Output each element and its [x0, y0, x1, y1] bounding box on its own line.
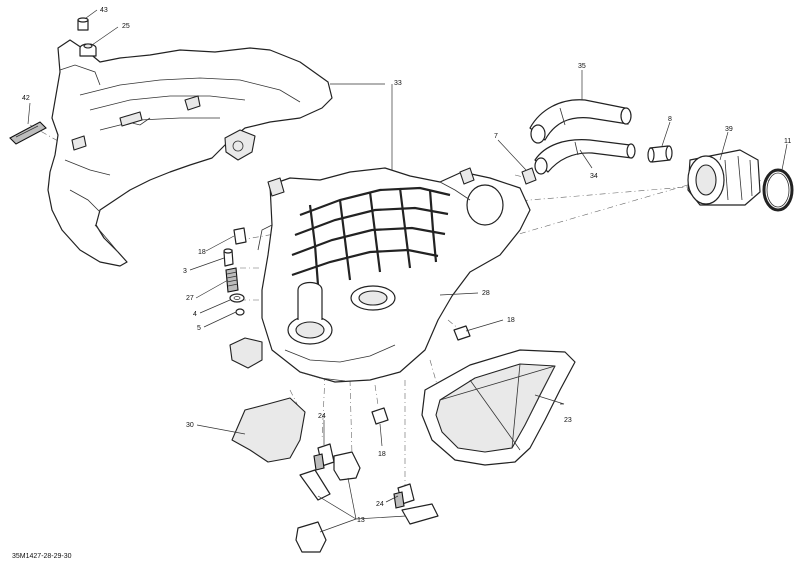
callout-18-center: 18 [378, 451, 386, 458]
callout-23: 23 [564, 417, 572, 424]
callout-33: 33 [394, 80, 402, 87]
label-sticker-part [9, 121, 47, 145]
air-box-housing-part [229, 167, 531, 383]
callout-27: 27 [186, 295, 194, 302]
clip-7-part [521, 167, 537, 185]
intake-hose-34-part [534, 139, 636, 175]
foam-panel-30-part [231, 397, 306, 463]
callout-18-right: 18 [507, 317, 515, 324]
callout-8: 8 [668, 116, 672, 123]
diagram-code: 35M1427-28-29-30 [12, 553, 72, 560]
leader-lines [27, 9, 788, 533]
callout-42: 42 [22, 95, 30, 102]
cap-and-grommet-part [77, 17, 97, 57]
callout-28: 28 [482, 290, 490, 297]
intake-hose-35-part [529, 99, 632, 144]
clamp-ring-11-part [762, 168, 794, 212]
callout-4: 4 [193, 311, 197, 318]
clip-18-upper-part [233, 227, 247, 245]
clip-18-right-part [453, 325, 471, 341]
retainer-24-right-part [393, 483, 415, 509]
intake-adapter-39-part [687, 149, 761, 206]
callout-3: 3 [183, 268, 187, 275]
callout-24-right: 24 [376, 501, 384, 508]
callout-24-left: 24 [318, 413, 326, 420]
callout-25: 25 [122, 23, 130, 30]
callout-11: 11 [784, 138, 791, 145]
callout-18-upper: 18 [198, 249, 206, 256]
callout-labels: 43 25 42 33 35 7 8 39 11 34 18 3 27 4 5 … [22, 7, 791, 524]
sleeve-8-part [647, 145, 673, 163]
clip-18-center-part [371, 407, 389, 425]
callout-35: 35 [578, 63, 586, 70]
filter-frame-23-part [421, 349, 576, 466]
callout-34: 34 [590, 173, 598, 180]
housing-grid [291, 186, 451, 286]
callout-39: 39 [725, 126, 733, 133]
callout-7: 7 [494, 133, 498, 140]
callout-13: 13 [357, 517, 365, 524]
retainer-24-left-part [313, 443, 335, 471]
callout-43: 43 [100, 7, 108, 14]
upper-cover-part [47, 39, 333, 267]
clamp-13-group-part [295, 451, 439, 553]
callout-5: 5 [197, 325, 201, 332]
callout-30: 30 [186, 422, 194, 429]
fastener-stack-part [223, 248, 245, 316]
